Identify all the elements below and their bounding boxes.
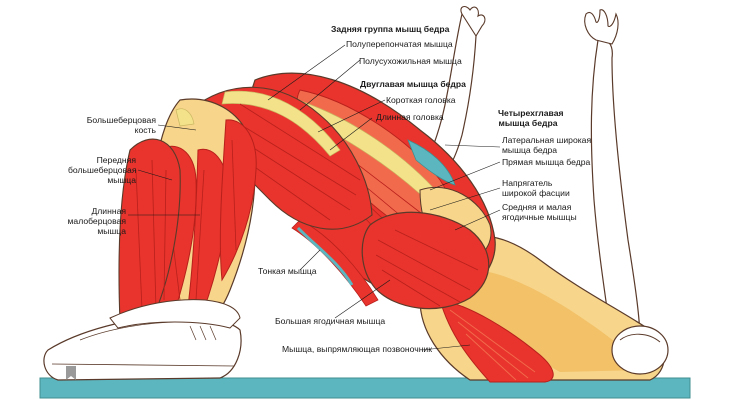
label-tfl: Напрягатель широкой фасции (502, 178, 570, 198)
bookmark-icon[interactable] (66, 366, 76, 380)
label-biceps-title: Двуглавая мышца бедра (360, 79, 466, 89)
label-tibia: Большеберцовая кость (68, 115, 156, 135)
label-quadriceps-title: Четырехглавая мышца бедра (498, 108, 558, 128)
label-rectus-femoris: Прямая мышца бедра (502, 157, 590, 167)
label-short-head: Короткая головка (386, 95, 456, 105)
label-gluteus-maximus: Большая ягодичная мышца (275, 316, 385, 326)
label-semimembranosus: Полуперепончатая мышца (346, 39, 453, 49)
label-long-head: Длинная головка (376, 112, 444, 122)
label-vastus-lateralis: Латеральная широкая мышца бедра (502, 135, 591, 155)
label-gracilis: Тонкая мышца (258, 266, 317, 276)
label-erector-spinae: Мышца, выпрямляющая позвоночник (282, 344, 432, 354)
label-semitendinosus: Полусухожильная мышца (359, 56, 462, 66)
label-hamstrings-title: Задняя группа мышц бедра (331, 24, 449, 34)
label-peroneus-longus: Длинная малоберцовая мышца (62, 206, 126, 236)
label-gluteus-med-min: Средняя и малая ягодичные мышцы (502, 202, 577, 222)
label-tibialis-anterior: Передняя большеберцовая мышца (68, 155, 136, 185)
head (612, 326, 668, 374)
exercise-mat (40, 378, 690, 398)
right-hand (585, 10, 618, 44)
